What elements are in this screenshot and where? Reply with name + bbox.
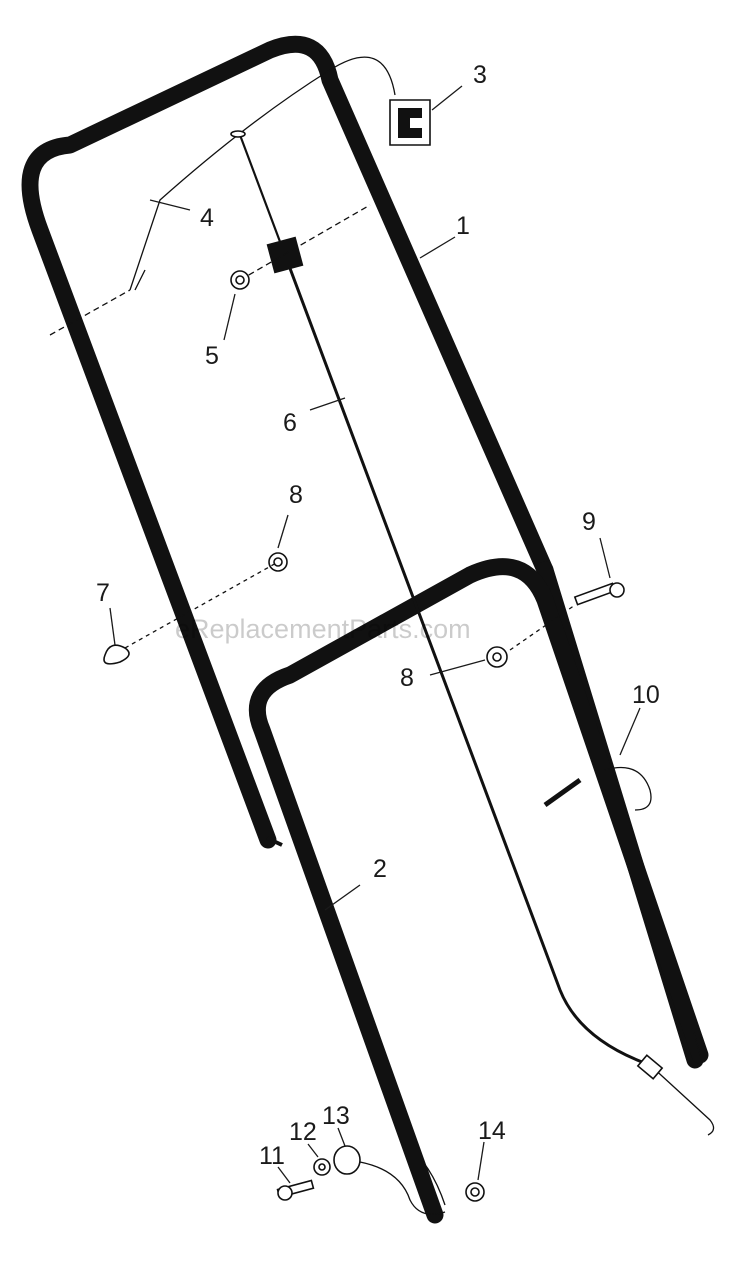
callout-leaders bbox=[109, 85, 641, 1184]
lower-handle bbox=[248, 558, 709, 1224]
callout-label-7: 7 bbox=[96, 579, 110, 607]
callout-label-12: 12 bbox=[289, 1118, 317, 1146]
callout-label-6: 6 bbox=[283, 409, 297, 437]
callout-label-1: 1 bbox=[456, 212, 470, 240]
callout-label-10: 10 bbox=[632, 681, 660, 709]
callout-label-11: 11 bbox=[259, 1142, 285, 1170]
hardware bbox=[103, 270, 652, 1215]
upper-handle bbox=[21, 35, 704, 1069]
watermark-text: eReplacementParts.com bbox=[175, 614, 471, 644]
callout-label-2: 2 bbox=[373, 855, 387, 883]
control-cable bbox=[230, 130, 715, 1136]
control-bar bbox=[129, 56, 396, 291]
callout-label-4: 4 bbox=[200, 204, 214, 232]
callout-label-13: 13 bbox=[322, 1102, 350, 1130]
callout-label-8-lower: 8 bbox=[400, 664, 414, 692]
callout-label-3: 3 bbox=[473, 61, 487, 89]
callout-label-8-upper: 8 bbox=[289, 481, 303, 509]
callout-label-14: 14 bbox=[478, 1117, 506, 1145]
control-bracket bbox=[389, 99, 431, 146]
callout-label-5: 5 bbox=[205, 342, 219, 370]
cable-clip bbox=[49, 204, 371, 336]
callout-label-9: 9 bbox=[582, 508, 596, 536]
callout-labels: 3 4 1 5 6 8 7 9 8 10 2 11 12 13 14 bbox=[96, 61, 660, 1170]
